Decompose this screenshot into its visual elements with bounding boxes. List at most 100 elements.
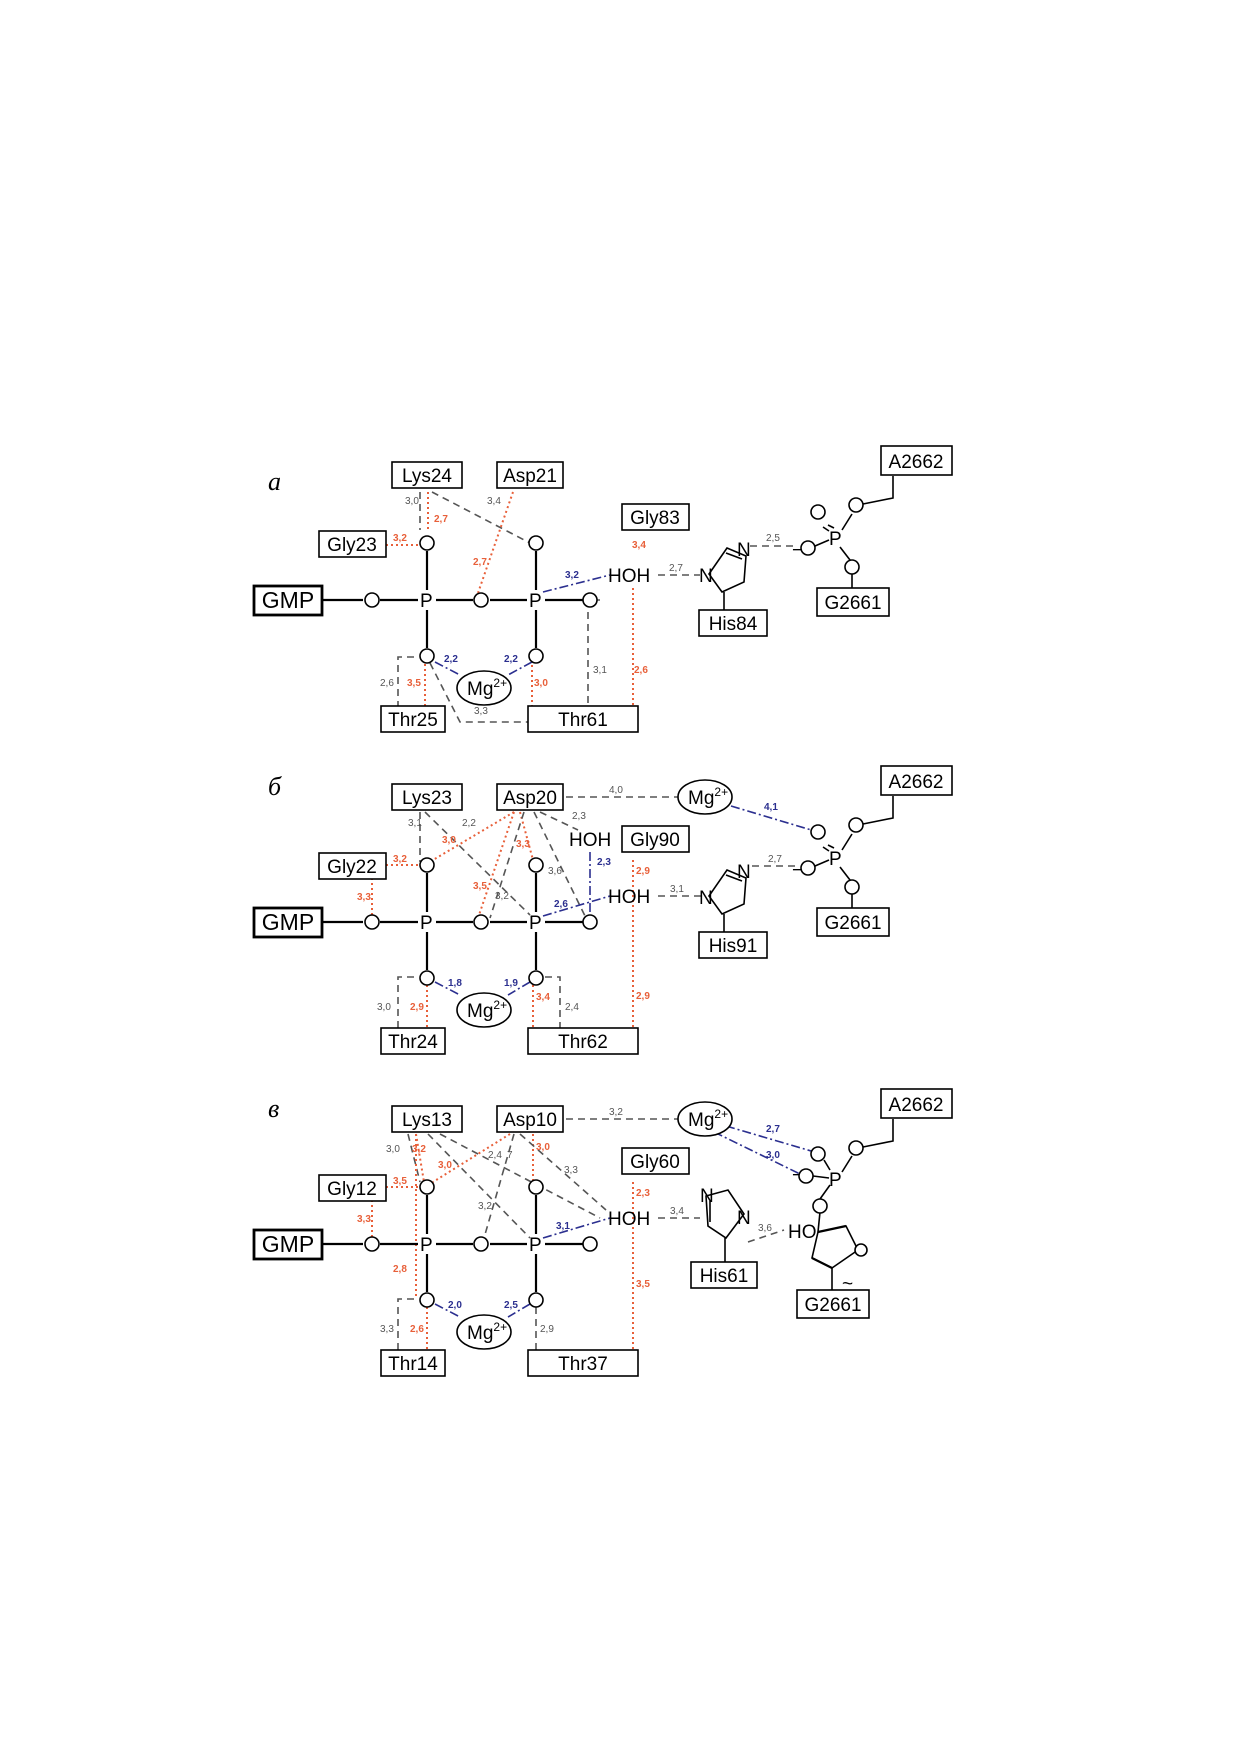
distance-label: 3,0 <box>377 1002 391 1013</box>
distances-b: 4,0 4,1 2,3 2,3 3,1 2,2 3,0 3,3 3,6 3,2 … <box>357 785 782 1013</box>
contact-line <box>489 811 525 919</box>
oxygen-atom <box>844 559 860 575</box>
distance-label: 3,3 <box>380 1324 394 1335</box>
oxygen-atom <box>473 592 489 608</box>
residue-gly-water-box <box>621 503 690 531</box>
diphosphate-b: P P <box>322 857 598 986</box>
oxygen-atom <box>364 1236 380 1252</box>
distance-label: 2,4 <box>488 1150 502 1161</box>
contacts-c <box>371 1118 819 1352</box>
bond <box>819 1184 831 1200</box>
distance-label: 2,7 <box>434 514 448 525</box>
distance-label: 2,3 <box>597 857 611 868</box>
oxygen-atom <box>844 879 860 895</box>
distance-label: 2,2 <box>444 654 458 665</box>
residue-his-box <box>698 609 768 637</box>
distance-label: 3,1 <box>556 1221 570 1232</box>
residue-gly: Gly22 <box>327 857 377 878</box>
oxygen-atom <box>848 1140 864 1156</box>
distance-label: 2,2 <box>462 818 476 829</box>
charge-minus: − <box>792 860 803 881</box>
distance-label: 3,2 <box>393 854 407 865</box>
magnesium-ion <box>456 992 512 1028</box>
bond <box>814 539 830 547</box>
magnesium-label: Mg2+ <box>688 1107 728 1131</box>
magnesium-ion <box>456 670 512 706</box>
water-hoh: HOH <box>569 830 611 851</box>
residue-gly-water: Gly60 <box>630 1152 680 1173</box>
oxygen-atom <box>798 1168 814 1184</box>
oxygen-atom <box>364 592 380 608</box>
contact-line <box>397 1298 414 1350</box>
residue-thr-b: Thr62 <box>558 1032 608 1053</box>
oxygen-atom <box>812 1198 828 1214</box>
oxygen-atom <box>528 970 544 986</box>
charge-minus: − <box>792 540 803 561</box>
contact-line <box>415 1133 425 1183</box>
magnesium-label: Mg2+ <box>467 676 507 700</box>
distance-label: 2,9 <box>636 866 650 877</box>
residue-gly: Gly12 <box>327 1179 377 1200</box>
oxygen-atom <box>419 857 435 873</box>
diphosphate-c: P P <box>322 1179 598 1308</box>
residue-gly-box <box>318 852 387 880</box>
bond <box>862 796 894 825</box>
imidazole-ring <box>708 547 747 593</box>
phosphorus-atom: P <box>420 591 433 612</box>
distance-label: 2,2 <box>504 654 518 665</box>
contact-line <box>483 1133 515 1239</box>
distance-label: 3,3 <box>357 1214 371 1225</box>
contacts-b <box>371 796 819 1030</box>
distance-label: 2,6 <box>410 1324 424 1335</box>
oxygen-atom <box>810 824 826 840</box>
contact-line <box>507 1303 531 1318</box>
contact-line <box>730 805 819 833</box>
residue-gly: Gly23 <box>327 535 377 556</box>
distance-label: 3,3 <box>357 892 371 903</box>
residue-his-box <box>690 1261 758 1289</box>
distance-label: 3,5 <box>636 1279 650 1290</box>
distance-label: 3,3 <box>516 839 530 850</box>
distance-label: 3,2 <box>495 891 509 902</box>
residue-a2662: A2662 <box>889 1095 944 1116</box>
oxygen-atom <box>419 1179 435 1195</box>
residue-thr-a: Thr25 <box>388 710 438 731</box>
distance-label: 2,7 <box>473 557 487 568</box>
gmp-box <box>252 906 324 939</box>
oxygen-atom <box>364 914 380 930</box>
contact-line <box>477 491 514 594</box>
distance-label: 1,8 <box>448 978 462 989</box>
magnesium-label: Mg2+ <box>467 1320 507 1344</box>
residue-g2661-box <box>796 1289 870 1319</box>
distance-label: 3,4 <box>487 496 501 507</box>
contact-line <box>542 895 611 917</box>
magnesium-ion <box>677 779 733 815</box>
bond <box>827 844 835 849</box>
residue-thr-b-box <box>527 1349 639 1377</box>
magnesium-ion <box>677 1101 733 1137</box>
residue-lys-box <box>391 461 463 489</box>
residue-his: His91 <box>709 936 758 957</box>
residue-gly-water-box <box>621 1147 690 1175</box>
oxygen-atom <box>473 914 489 930</box>
chain-continuation: ~ <box>842 1274 853 1295</box>
distance-label: 7 <box>507 1150 513 1161</box>
distance-label: 3,6 <box>548 866 562 877</box>
phosphorus-atom: P <box>420 1235 433 1256</box>
panel-a: а 3,0 3,4 2,7 3,2 2,7 3,2 <box>252 445 953 733</box>
contact-line <box>432 1133 511 1183</box>
nitrogen-atom: N <box>699 566 713 587</box>
residue-his-box <box>698 931 768 959</box>
oxygen-atom <box>810 504 826 520</box>
oxygen-atom <box>582 1236 598 1252</box>
oxygen-atom <box>528 1179 544 1195</box>
bond <box>822 526 830 532</box>
contact-line <box>713 1131 801 1175</box>
residue-his: His61 <box>700 1266 749 1287</box>
distance-label: 3,5 <box>393 1176 407 1187</box>
oxygen-atom <box>848 497 864 513</box>
distance-label: 2,8 <box>393 1264 407 1275</box>
contact-line <box>533 811 587 919</box>
oxygen-atom <box>528 648 544 664</box>
